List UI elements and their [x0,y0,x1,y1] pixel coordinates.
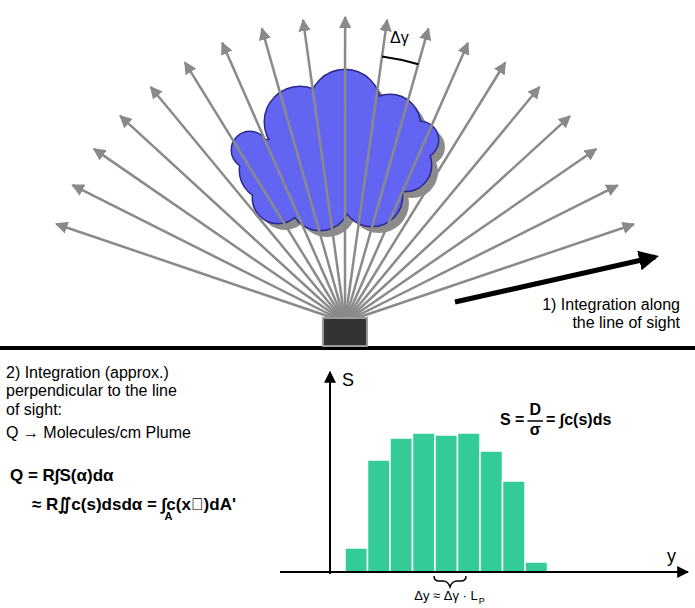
formula: S = [500,411,524,429]
sight-line [151,87,345,322]
subscript: P [479,596,485,606]
axis-label: S [342,370,354,391]
sight-lines [56,17,634,322]
step-label: 1) Integration along the line of sight [518,296,680,333]
unit-note: Q → Molecules/cm Plume [6,424,191,442]
formula: = ∫c(s)ds [546,411,611,429]
bar [503,481,526,572]
sight-line [345,63,505,322]
bar [390,438,413,572]
formula: D [529,401,541,419]
bar [413,433,436,572]
cloud-outline [232,70,438,230]
sight-line [345,87,539,322]
sight-line [345,29,428,322]
bar [480,451,503,572]
width-label: Δy ≈ Δγ · L [414,589,478,604]
integral-subscript: A [165,510,173,523]
direction-arrow [455,257,655,302]
bar-chart [345,433,548,572]
sight-line [94,149,345,322]
angle-label: Δγ [390,29,409,47]
sight-line [344,17,347,322]
formula: Q = R∫S(α)dα [10,466,113,486]
angle-arc [382,57,418,65]
instrument-box [323,318,367,346]
s-axis [329,372,331,574]
formula: σ [530,421,541,439]
sight-line [120,116,345,322]
sight-line [262,29,345,322]
bar [525,562,548,572]
axis-label: y [667,546,676,567]
bar [435,435,458,572]
bar [368,460,391,572]
step-label: 2) Integration (approx.) perpendicular t… [6,364,194,419]
plume-cloud [232,70,438,230]
formula: ≈ R∬c(s)dsdα = ∫c(x⃗)dA' [32,495,236,515]
y-axis [280,571,688,573]
brace [434,576,466,587]
sight-line [345,116,570,322]
sight-line [56,224,345,322]
sight-line [345,20,387,322]
bar [345,548,368,572]
bar [458,433,481,572]
sight-line [72,185,345,322]
